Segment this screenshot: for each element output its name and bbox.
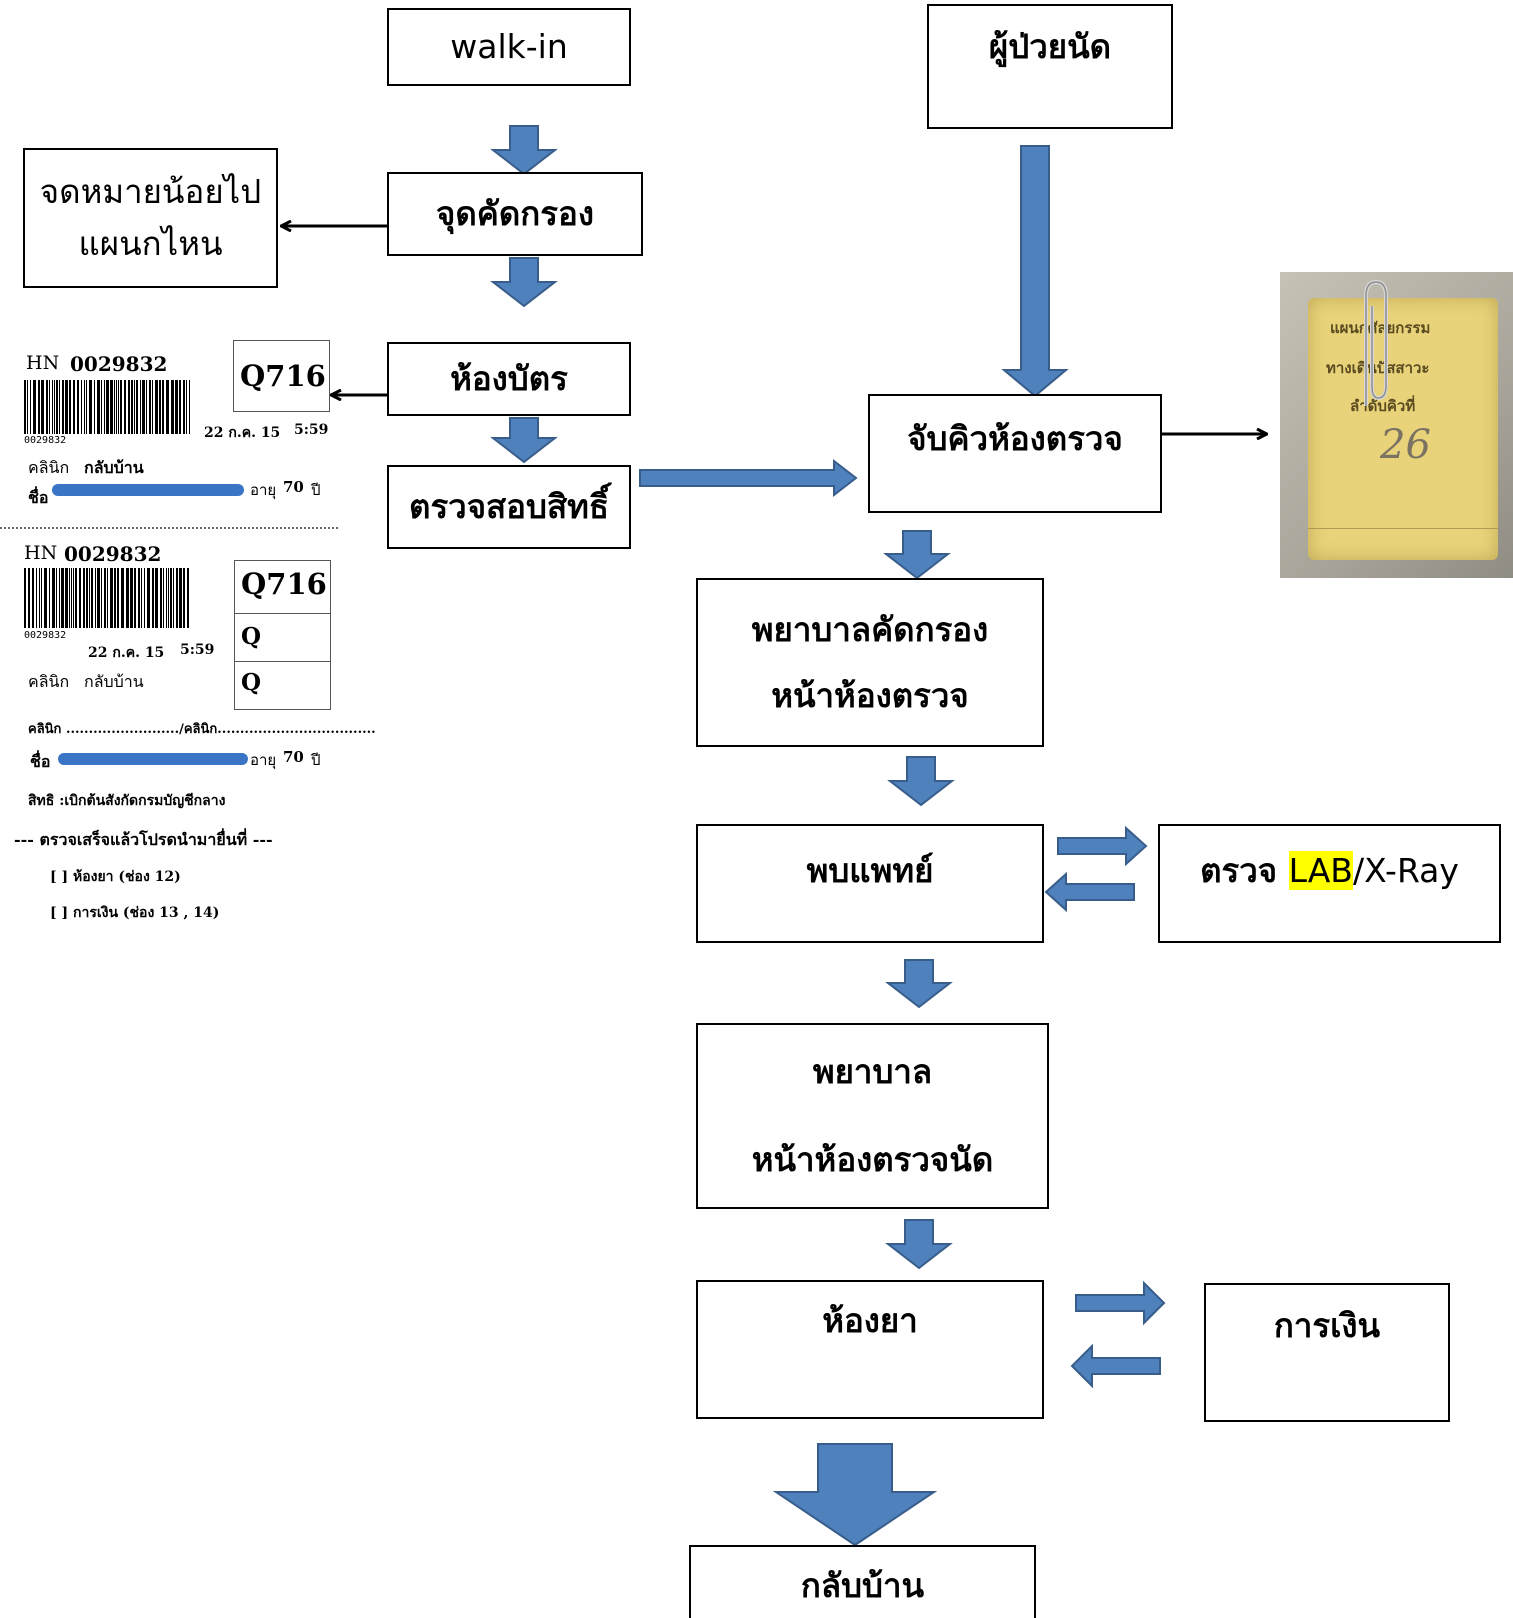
arrow-down-screening-cardroom [490,257,558,308]
arrow-down-cardroom-rights [490,417,558,464]
arrow-left-finance-pharmacy [1070,1343,1161,1389]
pharmacy-box: ห้องยา [696,1280,1044,1419]
appointment-patient-label: ผู้ป่วยนัด [988,27,1112,66]
lab-xray-prefix: ตรวจ [1200,851,1289,890]
lab-xray-highlight: LAB [1288,851,1353,890]
queue-card: แผนกศัลยกรรม ทางเดินปัสสาวะ ลำดับคิวที่ … [1308,298,1498,560]
ticket1-barcode [24,380,190,434]
lab-xray-box: ตรวจ LAB/X-Ray [1158,824,1501,943]
see-doctor-box: พบแพทย์ [696,824,1044,943]
ticket2-name-label: ชื่อ [30,752,51,771]
ticket1-name-redaction [52,484,244,496]
queue-ticket-top: HN 0029832 0029832 22 ก.ค. 15 5:59 Q716 … [0,338,340,528]
check-rights-box: ตรวจสอบสิทธิ์ [387,465,631,549]
exam-queue-label: จับคิวห้องตรวจ [907,418,1123,458]
arrow-down-queue-nurse [883,530,951,580]
finance-box: การเงิน [1204,1283,1450,1422]
arrow-left-lab-doctor [1044,871,1135,913]
ticket2-queue-2: Q [241,623,262,650]
arrow-down-nurse2-pharmacy [885,1219,953,1270]
arrow-down-walkin-screening [490,125,558,176]
ticket1-hn-label: HN [26,352,60,374]
ticket2-barcode [24,568,189,628]
ticket1-hn: 0029832 [70,352,168,376]
ticket2-time: 5:59 [180,642,215,658]
nurse-screening-line2: หน้าห้องตรวจ [771,675,969,715]
paperclip-icon [1364,279,1388,406]
go-home-label: กลับบ้าน [800,1566,925,1605]
exam-queue-box: จับคิวห้องตรวจ [868,394,1162,513]
note-department-box: จดหมายน้อยไป แผนกไหน [23,148,278,288]
ticket2-queue-box: Q716 Q Q [234,560,331,710]
card-room-label: ห้องบัตร [450,359,568,399]
ticket1-clinic: กลับบ้าน [84,458,144,477]
ticket1-queue: Q716 [240,359,326,393]
arrow-right-rights-queue [639,458,858,498]
ticket1-barcode-number: 0029832 [24,435,67,446]
appointment-patient-box: ผู้ป่วยนัด [927,4,1173,129]
ticket2-queue: Q716 [241,567,327,601]
ticket1-age: 70 [283,478,304,496]
ticket2-clinic-line: คลินิก ........................./คลินิก.… [28,722,376,737]
arrow-down-nurse-doctor [887,756,955,807]
ticket2-queue-3: Q [241,669,262,696]
pharmacy-label: ห้องยา [822,1301,918,1340]
nurse-appointment-box: พยาบาล หน้าห้องตรวจนัด [696,1023,1049,1209]
card-room-box: ห้องบัตร [387,342,631,416]
queue-card-line [1308,528,1498,529]
ticket1-time: 5:59 [294,422,329,438]
lab-xray-label: ตรวจ LAB/X-Ray [1200,851,1459,890]
ticket2-age-label: อายุ [250,751,277,769]
ticket2-barcode-number: 0029832 [24,630,67,641]
ticket2-hn: 0029832 [64,542,162,566]
walk-in-label: walk-in [450,27,568,67]
ticket2-year-label: ปี [311,751,321,769]
ticket1-clinic-label: คลินิก [28,458,70,477]
ticket1-age-label: อายุ [250,481,277,499]
ticket2-option-pharmacy: [ ] ห้องยา (ช่อง 12) [50,869,181,885]
nurse-screening-box: พยาบาลคัดกรอง หน้าห้องตรวจ [696,578,1044,747]
lab-xray-suffix: /X-Ray [1352,851,1459,890]
ticket2-clinic: กลับบ้าน [84,672,144,691]
ticket1-year-label: ปี [311,481,321,499]
note-department-line1: จดหมายน้อยไป [39,172,262,212]
arrow-down-appointment-queue [1001,145,1069,398]
walk-in-box: walk-in [387,8,631,86]
ticket-perforation [0,527,338,529]
ticket1-queue-box: Q716 [233,340,330,412]
arrow-down-pharmacy-home [772,1443,938,1547]
nurse-screening-line1: พยาบาลคัดกรอง [751,609,989,649]
ticket1-date: 22 ก.ค. 15 [204,425,281,441]
nurse-appointment-line2: หน้าห้องตรวจนัด [751,1140,994,1179]
ticket2-date: 22 ก.ค. 15 [88,645,165,661]
arrow-right-pharmacy-finance [1075,1280,1166,1326]
arrow-down-doctor-nurse2 [885,959,953,1009]
ticket2-age: 70 [283,748,304,766]
go-home-box: กลับบ้าน [689,1545,1036,1618]
ticket2-rights: สิทธิ :เบิกต้นสังกัดกรมบัญชีกลาง [28,793,226,809]
queue-card-line2: ทางเดินปัสสาวะ [1326,359,1430,377]
ticket2-hn-label: HN [24,542,58,564]
screening-point-box: จุดคัดกรอง [387,172,643,256]
queue-ticket-bottom: HN 0029832 0029832 22 ก.ค. 15 5:59 Q716 … [0,540,376,940]
nurse-appointment-line1: พยาบาล [812,1052,933,1092]
ticket2-name-redaction [58,753,248,765]
ticket2-clinic-label: คลินิก [28,672,70,691]
screening-point-label: จุดคัดกรอง [436,194,594,234]
check-rights-label: ตรวจสอบสิทธิ์ [409,487,609,527]
ticket1-name-label: ชื่อ [28,488,49,507]
queue-card-line1: แผนกศัลยกรรม [1330,319,1431,337]
arrow-right-doctor-lab [1057,825,1148,867]
queue-card-photo: แผนกศัลยกรรม ทางเดินปัสสาวะ ลำดับคิวที่ … [1280,272,1513,578]
ticket2-option-finance: [ ] การเงิน (ช่อง 13 , 14) [50,905,220,921]
finance-label: การเงิน [1273,1306,1381,1345]
note-department-line2: แผนกไหน [78,224,223,263]
see-doctor-label: พบแพทย์ [806,851,934,890]
queue-card-number: 26 [1380,422,1431,468]
ticket2-instruction: --- ตรวจเสร็จแล้วโปรดนำมายื่นที่ --- [14,830,273,849]
